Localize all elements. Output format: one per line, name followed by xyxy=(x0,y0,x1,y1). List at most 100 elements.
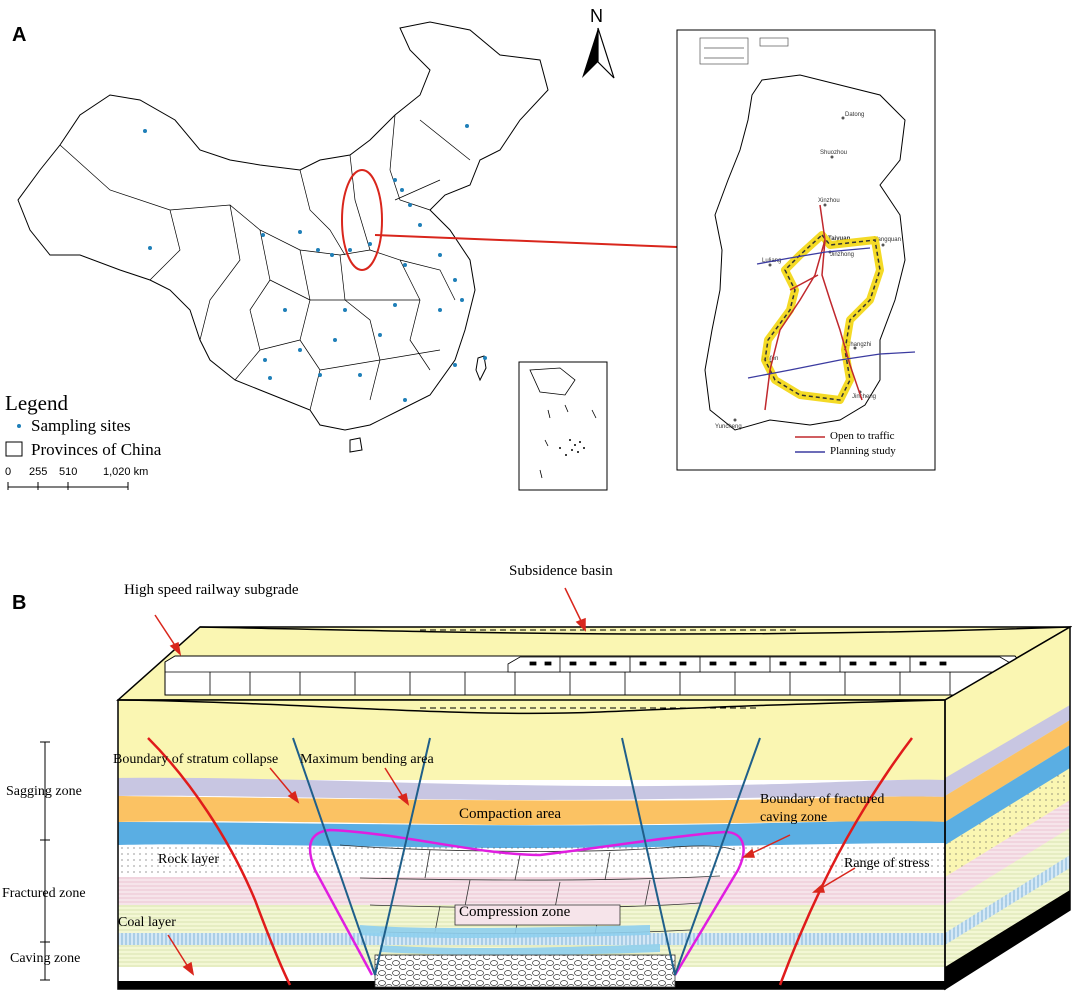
label-coal-layer: Coal layer xyxy=(118,915,176,930)
north-label: N xyxy=(590,6,603,26)
zone-fractured: Fractured zone xyxy=(2,886,86,901)
shanxi-legend-planning: Planning study xyxy=(830,445,896,457)
zone-brackets xyxy=(40,741,50,981)
legend-sampling-dot xyxy=(17,424,21,428)
region-callout-ellipse xyxy=(341,169,383,271)
shanxi-province-outline xyxy=(704,74,906,431)
scale-bar xyxy=(7,482,129,490)
label-rock-layer: Rock layer xyxy=(158,852,220,867)
label-boundary-fractured-2: caving zone xyxy=(760,810,828,825)
sampling-site-dot xyxy=(368,242,372,246)
sag-surface xyxy=(118,696,945,705)
svg-text:Linfen: Linfen xyxy=(762,356,778,362)
sampling-site-dot xyxy=(393,178,397,182)
sampling-site-dot xyxy=(400,188,404,192)
sampling-site-dot xyxy=(318,373,322,377)
sampling-site-dot xyxy=(358,373,362,377)
legend-province-swatch xyxy=(5,441,23,457)
open-railways xyxy=(764,204,863,411)
south-sea-inset xyxy=(518,361,608,491)
sampling-site-dot xyxy=(403,398,407,402)
panel-b-label: B xyxy=(12,592,27,614)
front-subsidence-line xyxy=(117,699,946,715)
sampling-site-dot xyxy=(483,356,487,360)
province-lines xyxy=(59,114,471,411)
compression-zone-box xyxy=(454,904,621,926)
light-blue-cracks xyxy=(360,925,660,955)
scale-tick-0: 0 xyxy=(5,466,12,478)
shanxi-inset-header xyxy=(699,37,789,65)
label-max-bending: Maximum bending area xyxy=(300,752,434,767)
subsidence-curve xyxy=(199,626,1071,635)
sampling-site-dot xyxy=(438,308,442,312)
train xyxy=(507,656,1013,673)
scale-tick-1020: 1,020 km xyxy=(103,466,149,478)
sampling-site-dot xyxy=(460,298,464,302)
north-arrow-icon xyxy=(582,27,615,79)
railway-loop-highlight xyxy=(761,231,884,404)
sampling-site-dot xyxy=(408,203,412,207)
sampling-site-dot xyxy=(283,308,287,312)
label-boundary-fractured-1: Boundary of fractured xyxy=(760,792,885,807)
svg-text:Jincheng: Jincheng xyxy=(852,394,876,400)
sampling-site-dot xyxy=(316,248,320,252)
sampling-site-dot xyxy=(330,253,334,257)
planning-railways xyxy=(747,247,916,379)
taiwan xyxy=(475,355,487,382)
label-subsidence-basin: Subsidence basin xyxy=(509,563,613,579)
sampling-site-dot xyxy=(268,376,272,380)
south-sea-islands xyxy=(529,367,597,479)
label-railway-subgrade: High speed railway subgrade xyxy=(124,582,299,598)
shanxi-legend-open: Open to traffic xyxy=(830,430,895,442)
svg-text:Xinzhou: Xinzhou xyxy=(818,198,840,204)
sampling-site-dot xyxy=(465,124,469,128)
scale-tick-510: 510 xyxy=(59,466,78,478)
sampling-site-dot xyxy=(333,338,337,342)
label-compaction: Compaction area xyxy=(459,806,562,822)
svg-text:Jinzhong: Jinzhong xyxy=(830,252,854,258)
svg-text:Changzhi: Changzhi xyxy=(846,342,871,348)
scale-tick-255: 255 xyxy=(29,466,48,478)
annotation-arrows xyxy=(154,587,856,976)
sampling-site-dot xyxy=(393,303,397,307)
sampling-site-dot xyxy=(298,348,302,352)
sampling-site-dot xyxy=(343,308,347,312)
svg-text:Yuncheng: Yuncheng xyxy=(715,424,742,430)
label-boundary-collapse: Boundary of stratum collapse xyxy=(113,752,279,767)
zone-caving: Caving zone xyxy=(10,951,81,966)
sampling-site-dot xyxy=(378,333,382,337)
sampling-site-dot xyxy=(143,129,147,133)
zone-sagging: Sagging zone xyxy=(6,784,82,799)
sampling-sites xyxy=(143,124,487,402)
sampling-site-dot xyxy=(263,358,267,362)
svg-text:Datong: Datong xyxy=(845,112,864,118)
panel-a-label: A xyxy=(12,24,27,46)
sampling-site-dot xyxy=(453,278,457,282)
shanxi-legend xyxy=(795,436,825,453)
caved-rubble xyxy=(374,954,676,988)
hainan xyxy=(349,437,363,453)
sampling-site-dot xyxy=(261,233,265,237)
sampling-site-dot xyxy=(298,230,302,234)
label-compression-zone: Compression zone xyxy=(459,904,571,920)
label-range-stress: Range of stress xyxy=(844,856,930,871)
stress-range-lines xyxy=(147,737,913,986)
china-outline xyxy=(17,21,549,431)
sampling-site-dot xyxy=(403,263,407,267)
svg-text:Taiyuan: Taiyuan xyxy=(828,236,851,242)
legend-title: Legend xyxy=(5,391,68,415)
sampling-site-dot xyxy=(438,253,442,257)
legend-sampling-sites: Sampling sites xyxy=(31,416,131,435)
legend-provinces: Provinces of China xyxy=(31,440,162,459)
callout-connector xyxy=(374,234,678,248)
sampling-site-dot xyxy=(453,363,457,367)
collapse-boundary-lines xyxy=(292,737,761,976)
china-map xyxy=(17,21,549,453)
front-face-layers xyxy=(118,696,945,989)
sampling-site-dot xyxy=(148,246,152,250)
svg-text:Yangquan: Yangquan xyxy=(874,237,901,243)
sampling-site-dot xyxy=(418,223,422,227)
svg-text:Shuozhou: Shuozhou xyxy=(820,150,847,156)
